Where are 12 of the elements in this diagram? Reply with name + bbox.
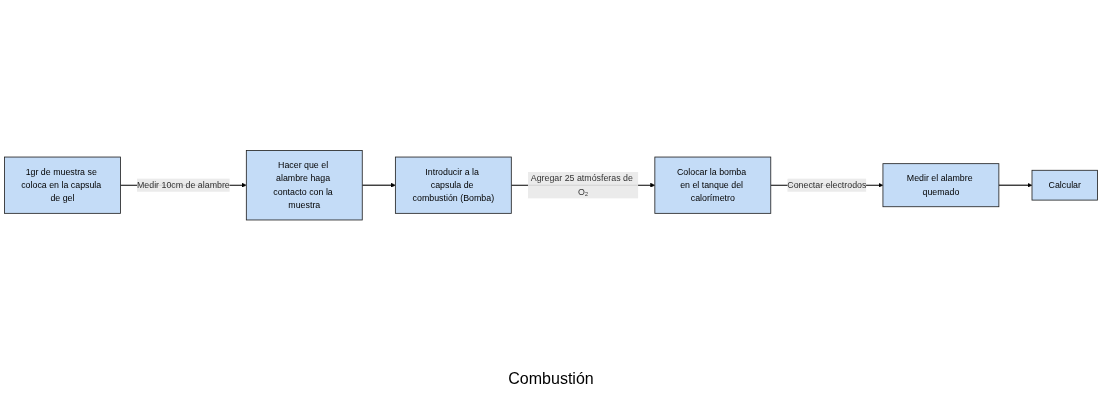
node-box: Calcular [1031,169,1098,201]
node-box: Colocar la bomba en el tanque del calorímetro [654,156,772,214]
node-box: 1gr de muestra se coloca en la capsula de gel [4,156,121,214]
arrow [998,182,1033,188]
node-box: Medir el alambre quemado [882,163,1000,207]
arrow [361,182,396,188]
edge-label: Agregar 25 atmósferas de O₂ [530,173,633,197]
note-text: Combustión [508,370,594,387]
edge-label: Medir 10cm de alambre [136,180,230,190]
node-box: Introducir a la capsula de combustión (Bomba) [394,156,512,214]
node-box: Hacer que el alambre haga contacto con la muestra [245,149,363,221]
edge-label: Conectar electrodos [787,180,867,190]
